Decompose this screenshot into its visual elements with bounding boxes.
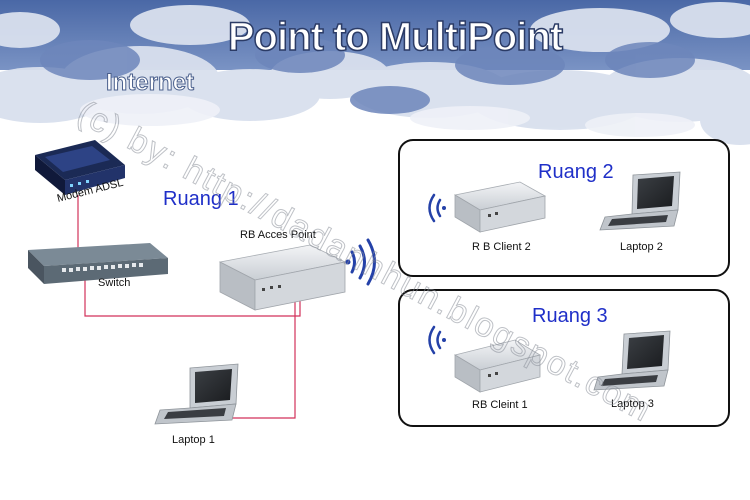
client2-wifi-icon (428, 193, 446, 223)
client1-wifi-icon (428, 325, 446, 355)
modem-device (35, 140, 125, 195)
laptop2-device (599, 171, 681, 231)
link-switch-ap (84, 270, 301, 317)
laptop1-label: Laptop 1 (172, 434, 215, 446)
room2-label: Ruang 2 (538, 161, 614, 183)
client2-label: R B Client 2 (472, 241, 531, 253)
wifi-signal-icon (345, 238, 376, 286)
diagram-title: Point to MultiPoint (228, 15, 563, 59)
switch-label: Switch (98, 277, 130, 289)
laptop2-label: Laptop 2 (620, 241, 663, 253)
link-ap-laptop1 (232, 300, 296, 419)
client2-device (453, 181, 547, 233)
laptop3-device (593, 330, 671, 391)
client1-label: RB Cleint 1 (472, 399, 528, 411)
internet-label: Internet (106, 69, 194, 96)
ap-label: RB Acces Point (240, 229, 316, 241)
access-point-device (218, 244, 347, 311)
room1-label: Ruang 1 (163, 188, 239, 210)
client1-device (453, 339, 542, 393)
cloud-header (0, 0, 750, 145)
laptop1-device (154, 363, 239, 425)
laptop3-label: Laptop 3 (611, 398, 654, 410)
switch-device (28, 243, 168, 284)
room3-label: Ruang 3 (532, 305, 608, 327)
